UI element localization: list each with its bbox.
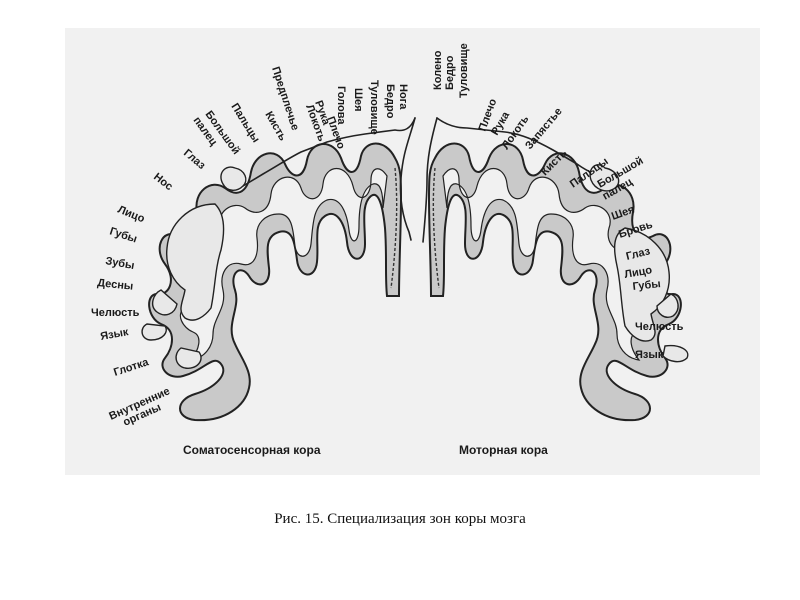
sensory-homunculus-hand: [220, 166, 247, 191]
motor-label-0: Колено: [432, 50, 444, 90]
sensory-label-14: Нос: [151, 171, 175, 193]
sensory-homunculus-lips: [151, 289, 178, 316]
sensory-label-19: Челюсть: [91, 307, 140, 319]
sensory-label-21: Глотка: [112, 356, 151, 379]
sensory-label-15: Лицо: [116, 204, 147, 226]
motor-label-1: Бедро: [444, 55, 456, 90]
sensory-label-0: Нога: [397, 84, 409, 110]
sensory-label-16: Губы: [108, 225, 138, 245]
somatosensory-cortex-section: [141, 117, 416, 422]
motor-label-14: Лицо: [623, 264, 653, 281]
sensory-homunculus-tongue: [141, 323, 167, 341]
motor-label-2: Туловище: [458, 43, 470, 98]
motor-label-16: Челюсть: [635, 321, 684, 333]
sensory-homunculus-face: [166, 203, 225, 321]
sensory-label-20: Язык: [99, 326, 129, 343]
motor-homunculus-face: [613, 227, 670, 342]
motor-homunculus-tongue: [662, 344, 689, 363]
motor-label-13: Глаз: [625, 245, 652, 263]
motor-gyrus-band: [427, 142, 682, 422]
sensory-label-1: Бедро: [384, 84, 396, 119]
sensory-label-2: Туловище: [368, 80, 380, 135]
motor-homunculus-lips: [656, 293, 679, 318]
sensory-homunculus-throat: [175, 347, 202, 369]
motor-label-15: Губы: [632, 278, 661, 293]
sensory-label-18: Десны: [97, 277, 134, 293]
somatosensory-area-label: Соматосенсорная кора: [183, 443, 321, 457]
figure-caption: Рис. 15. Специализация зон коры мозга: [274, 511, 526, 527]
motor-label-17: Язык: [635, 349, 664, 361]
motor-white-matter: [442, 168, 651, 361]
sensory-label-13: Глаз: [181, 147, 208, 172]
sensory-label-17: Зубы: [104, 255, 135, 272]
motor-area-label: Моторная кора: [459, 443, 548, 457]
sensory-label-3: Шея: [352, 88, 364, 112]
motor-cortex-section: [422, 117, 689, 422]
motor-homunculus-hand: [589, 164, 620, 192]
sensory-homunculus-leg: [242, 117, 416, 187]
sensory-label-4: Голова: [335, 86, 347, 125]
